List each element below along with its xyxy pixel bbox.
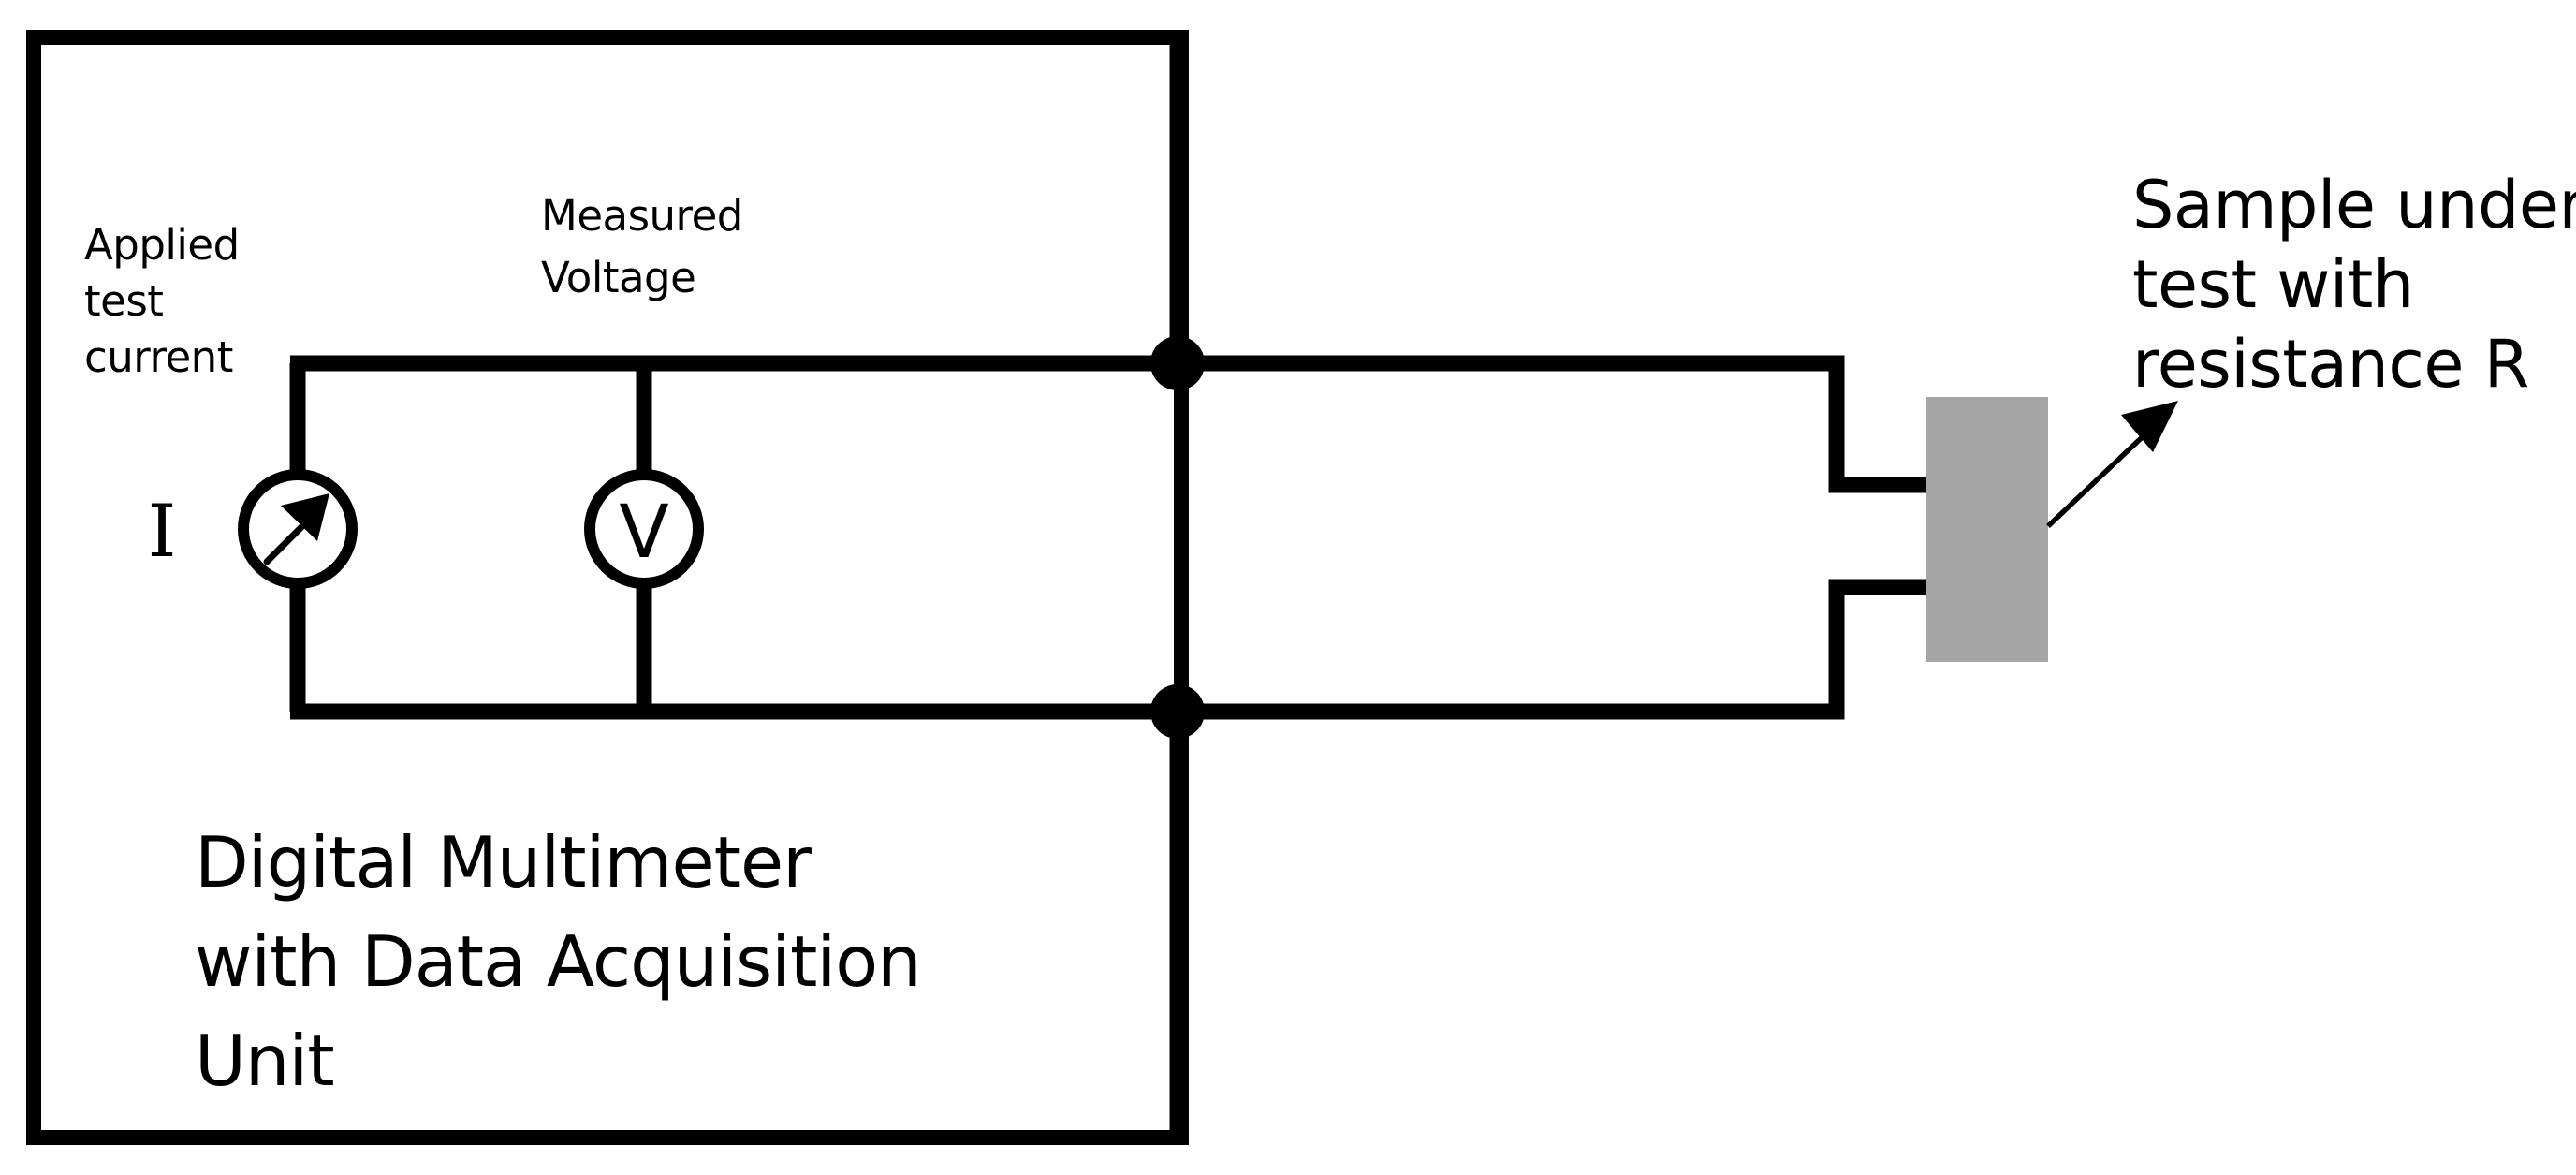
measured-voltage-line-1: Measured <box>541 191 743 241</box>
wire-top-bus-to-sample <box>290 355 1934 493</box>
callout-arrowhead-icon <box>2121 401 2178 452</box>
multimeter-name-line-2: with Data Acquisition <box>195 920 921 1003</box>
sample-callout-line-2: test with <box>2132 246 2414 323</box>
applied-test-current-line-3: current <box>84 332 233 382</box>
voltmeter-letter: V <box>619 491 668 575</box>
applied-test-current-line-1: Applied <box>84 220 240 270</box>
applied-test-current-line-2: test <box>84 276 163 326</box>
needle-arrowhead-icon <box>281 493 329 541</box>
measured-voltage-line-2: Voltage <box>541 253 695 302</box>
wire-bottom-bus-to-sample <box>290 579 1934 720</box>
current-symbol-label: I <box>148 490 177 574</box>
callout-arrow-shaft-icon <box>2046 425 2155 528</box>
voltmeter-circle <box>584 469 704 589</box>
sample-callout-arrow <box>2046 401 2178 528</box>
sample-under-test-block <box>1926 397 2048 662</box>
sample-callout-label: Sample under test with resistance R <box>2132 167 2576 403</box>
top-junction-node-dot <box>1150 336 1205 390</box>
measured-voltage-label: Measured Voltage <box>541 191 743 302</box>
sample-callout-line-3: resistance R <box>2132 326 2529 403</box>
sample-callout-line-1: Sample under <box>2132 167 2576 243</box>
multimeter-name-line-3: Unit <box>195 1020 334 1102</box>
applied-test-current-label: Applied test current <box>84 220 240 382</box>
voltmeter-symbol: V <box>584 469 704 589</box>
bottom-junction-node-dot <box>1150 684 1205 739</box>
multimeter-name-line-1: Digital Multimeter <box>195 821 812 903</box>
multimeter-name-label: Digital Multimeter with Data Acquisition… <box>195 821 922 1102</box>
current-source-symbol <box>238 469 358 589</box>
multimeter-enclosure-box <box>26 30 1189 1145</box>
